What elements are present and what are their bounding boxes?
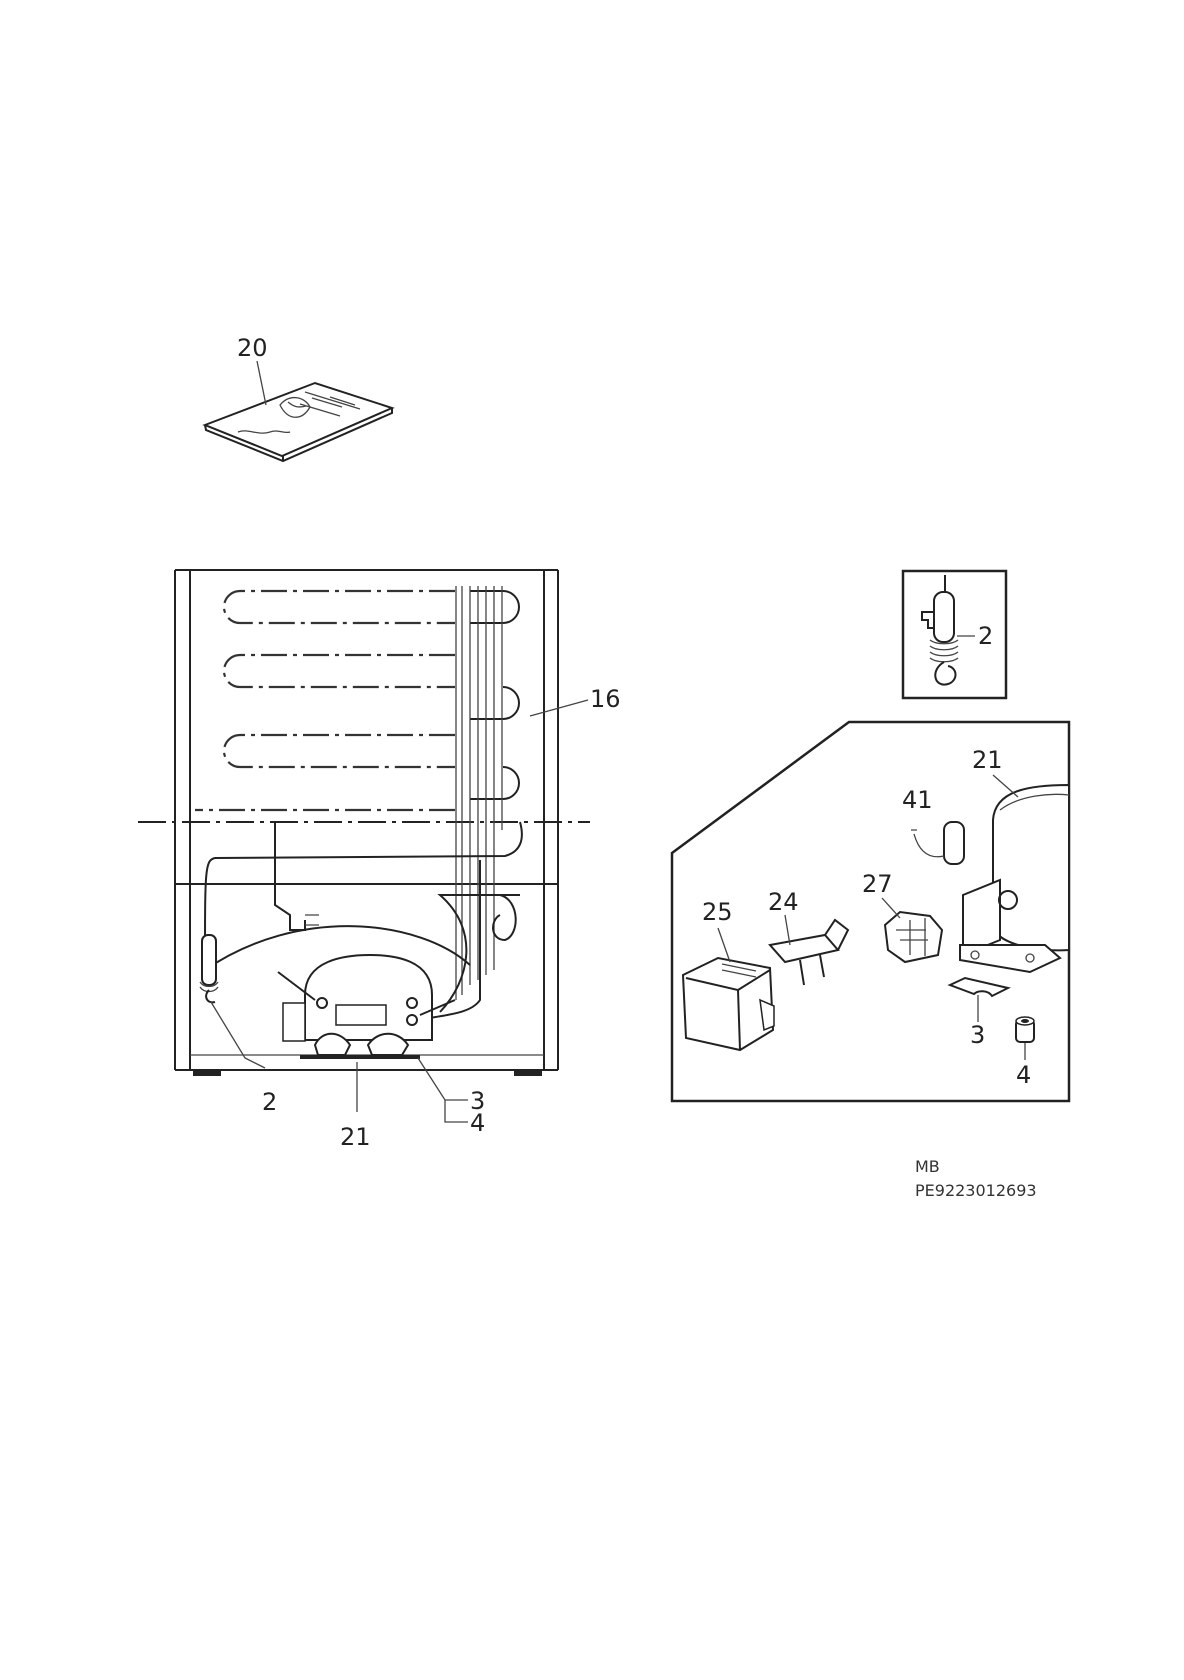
- filter-drier: [199, 934, 219, 1004]
- leader-16: [529, 699, 589, 717]
- callout-21-kit: 21: [972, 746, 1003, 774]
- callout-3-kit: 3: [970, 1021, 985, 1049]
- leader-21-kit: [992, 774, 1019, 798]
- user-manual-booklet: 20: [202, 334, 395, 463]
- callout-2-main: 2: [262, 1088, 277, 1116]
- callout-41: 41: [902, 786, 933, 814]
- callout-4-main: 4: [470, 1109, 485, 1137]
- drier-clip-inset: 2: [901, 569, 1008, 700]
- kit-relay-cover: [681, 956, 775, 1052]
- leader-20: [256, 360, 267, 406]
- callout-2-inset: 2: [978, 622, 993, 650]
- callout-4-kit: 4: [1016, 1061, 1031, 1089]
- compressor-main: [277, 953, 456, 1059]
- callout-27: 27: [862, 870, 893, 898]
- condenser-coil: [195, 586, 520, 1000]
- compressor-kit-panel: 21 41 27 24 25: [670, 720, 1071, 1103]
- document-number: PE9223012693: [915, 1181, 1037, 1200]
- kit-sleeve: [1015, 1016, 1035, 1043]
- kit-grommet: [947, 976, 1011, 998]
- leader-4-main: [444, 1100, 468, 1123]
- leader-27: [881, 897, 901, 919]
- kit-starter-relay: [883, 910, 944, 964]
- leader-24: [784, 914, 791, 946]
- model-code: MB: [915, 1157, 940, 1176]
- callout-20: 20: [237, 334, 268, 362]
- leader-3-main: [417, 1057, 468, 1101]
- leader-25: [717, 927, 731, 963]
- kit-overload: [768, 918, 850, 986]
- callout-25: 25: [702, 898, 733, 926]
- callout-16: 16: [590, 685, 621, 713]
- kit-capacitor: [911, 821, 965, 865]
- callout-21-main: 21: [340, 1123, 371, 1151]
- leader-2-main: [210, 1001, 266, 1069]
- callout-3-main: 3: [470, 1087, 485, 1115]
- kit-compressor: [959, 783, 1070, 974]
- callout-24: 24: [768, 888, 799, 916]
- fridge-rear-view: 16 2: [138, 569, 621, 1151]
